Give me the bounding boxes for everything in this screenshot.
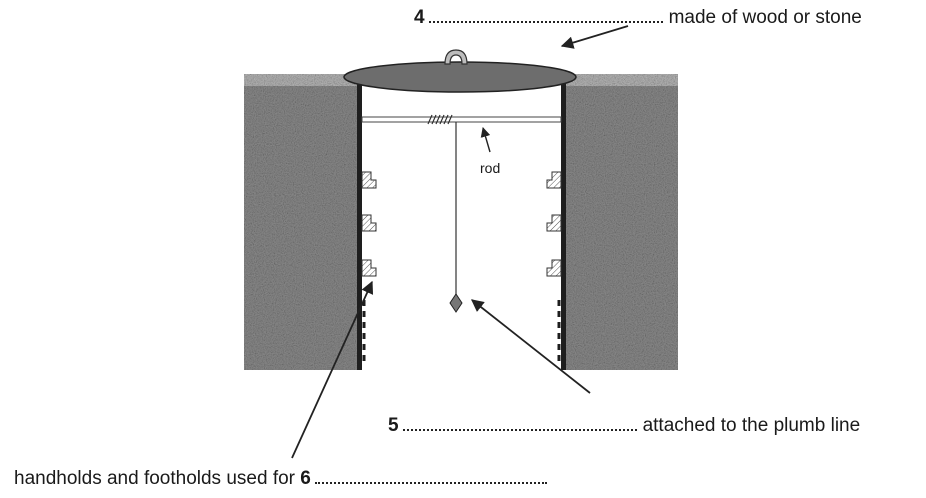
arrow-weight bbox=[471, 299, 591, 394]
label-item-6: handholds and footholds used for 6 bbox=[14, 468, 553, 490]
label-text-5: attached to the plumb line bbox=[642, 415, 861, 436]
well-lid bbox=[343, 61, 577, 93]
label-text-6: handholds and footholds used for bbox=[14, 468, 295, 489]
rod bbox=[361, 116, 562, 123]
answer-blank-4[interactable] bbox=[428, 21, 663, 23]
rock-right bbox=[566, 86, 678, 370]
shaft-wall-right bbox=[561, 84, 566, 370]
label-number-6: 6 bbox=[300, 468, 311, 489]
shaft-wall-left bbox=[357, 84, 362, 370]
rock-left bbox=[244, 86, 358, 370]
handholds-right bbox=[546, 171, 562, 277]
ground-strip-left bbox=[244, 74, 358, 86]
answer-blank-5[interactable] bbox=[402, 429, 637, 431]
ground-strip-right bbox=[566, 74, 678, 86]
label-text-4: made of wood or stone bbox=[668, 7, 862, 28]
answer-blank-6[interactable] bbox=[314, 482, 547, 484]
handholds-left bbox=[361, 171, 377, 277]
plumb-weight bbox=[449, 293, 463, 313]
arrow-lid bbox=[560, 25, 629, 49]
label-number-5: 5 bbox=[388, 415, 399, 436]
rod-label: rod bbox=[480, 160, 501, 176]
label-number-4: 4 bbox=[414, 7, 425, 28]
label-item-4: 4 made of wood or stone bbox=[414, 7, 862, 29]
lid-handle bbox=[444, 49, 468, 65]
rod-rope-wrap bbox=[427, 114, 453, 125]
arrow-rod bbox=[480, 127, 491, 153]
label-item-5: 5 attached to the plumb line bbox=[388, 415, 860, 437]
arrow-handholds bbox=[291, 280, 374, 459]
